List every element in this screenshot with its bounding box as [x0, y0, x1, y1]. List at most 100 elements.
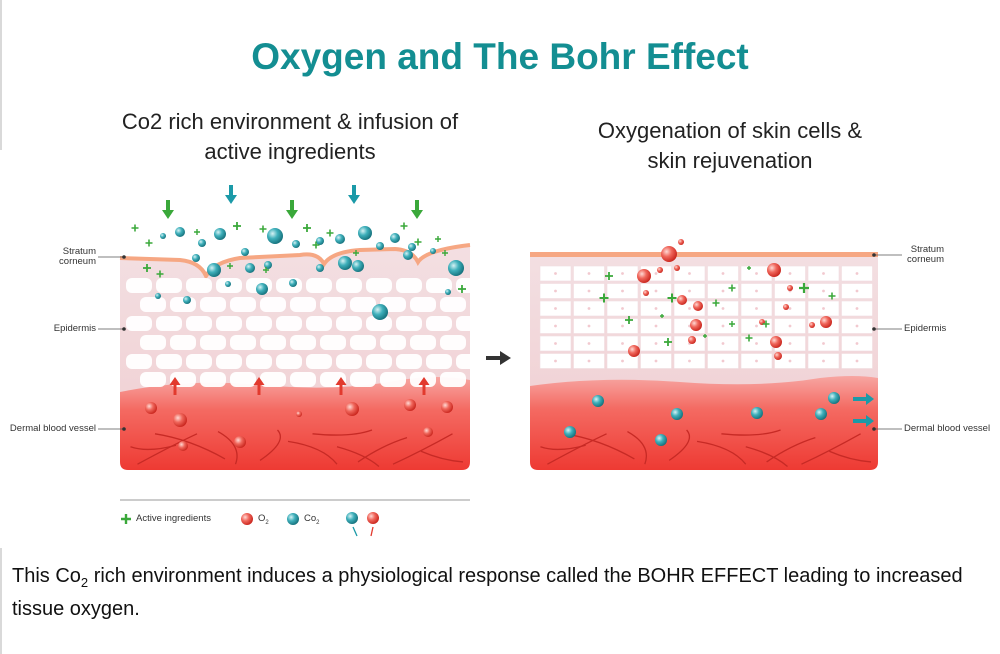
right-epidermis-label: Epidermis	[904, 323, 947, 334]
right-stratum-label: Stratum corneum	[904, 245, 944, 265]
o2-molecule-icon	[423, 427, 433, 437]
skin-cell	[186, 354, 212, 369]
cell-nucleus	[587, 324, 591, 328]
cell-nucleus	[554, 324, 557, 328]
cell-nucleus	[788, 324, 792, 328]
active-ingredient-icon	[227, 263, 233, 269]
skin-cell	[140, 297, 166, 312]
right-blood-layer	[530, 376, 878, 470]
active-ingredient-icon	[143, 264, 151, 272]
cell-nucleus	[788, 342, 792, 345]
infusion-arrows	[162, 185, 423, 219]
skin-cell	[306, 316, 332, 331]
cell-nucleus	[822, 307, 825, 310]
cell-nucleus	[654, 359, 658, 363]
o2-molecule-icon	[787, 285, 793, 291]
cell-nucleus	[855, 272, 859, 275]
blood-vessel	[668, 429, 691, 461]
cell-nucleus	[755, 359, 758, 363]
cell-nucleus	[755, 342, 758, 345]
blood-vessel	[696, 440, 747, 465]
cell-nucleus	[855, 359, 859, 363]
skin-cell	[246, 316, 272, 331]
cell-nucleus	[855, 324, 859, 328]
active-ingredient-icon	[799, 283, 809, 293]
blood-vessel	[801, 433, 861, 465]
skin-cell	[396, 316, 422, 331]
co2-molecule-icon	[225, 281, 231, 287]
o2-molecule-icon	[677, 295, 687, 305]
skin-cell	[276, 354, 302, 369]
left-heading-line1: Co2 rich environment & infusion of	[121, 109, 459, 134]
skin-cell	[140, 335, 166, 350]
skin-cell	[260, 297, 286, 312]
skin-cell	[156, 354, 182, 369]
skin-cell	[260, 372, 286, 387]
active-ingredient-icon	[312, 241, 320, 249]
co2-molecule-icon	[183, 296, 191, 304]
active-ingredient-icon	[259, 225, 267, 233]
active-ingredient-icon	[233, 222, 241, 230]
o2-molecule-icon	[678, 239, 684, 245]
skin-cell	[456, 316, 482, 331]
active-ingredient-icon	[458, 285, 466, 293]
skin-cell	[140, 372, 166, 387]
skin-cell	[380, 335, 406, 350]
o2-molecule-icon	[234, 436, 246, 448]
left-edge-rule-top	[0, 0, 2, 150]
up-arrow-icon	[418, 377, 430, 395]
skin-cell	[276, 278, 302, 293]
left-edge-rule-bottom	[0, 548, 2, 654]
co2-molecule-icon	[358, 226, 372, 240]
active-ingredient-icon	[747, 266, 751, 270]
skin-cell	[200, 297, 226, 312]
cell-nucleus	[621, 342, 624, 345]
skin-cell	[350, 297, 376, 312]
o2-molecule-icon	[690, 319, 702, 331]
active-ingredient-icon	[703, 334, 707, 338]
left-panel-heading: Co2 rich environment & infusion of activ…	[80, 107, 500, 167]
co2-molecule-icon	[390, 233, 400, 243]
skin-cell	[336, 354, 362, 369]
o2-molecule-icon	[145, 402, 157, 414]
active-ingredient-icon	[145, 239, 153, 247]
cell-nucleus	[587, 342, 591, 345]
cell-nucleus	[755, 307, 758, 310]
legend-co2-icon	[287, 513, 299, 525]
right-vessel-network	[540, 429, 872, 467]
active-ingredient-icon	[414, 238, 422, 246]
skin-cell	[290, 372, 316, 387]
active-ingredient-icon	[828, 292, 836, 300]
skin-cell	[230, 372, 256, 387]
o2-molecule-icon	[688, 336, 696, 344]
active-ingredient-icon	[326, 229, 334, 237]
co2-exit-arrows	[853, 393, 874, 427]
co2-molecule-icon	[175, 227, 185, 237]
skin-cell	[170, 297, 196, 312]
co2-exit-arrow-icon	[853, 415, 874, 427]
skin-cell	[336, 278, 362, 293]
co2-molecule-icon	[448, 260, 464, 276]
active-ingredient-icon	[667, 293, 677, 303]
legend-co2-sub: 2	[316, 519, 320, 526]
co2-molecule-icon	[430, 248, 436, 254]
o2-molecule-icon	[441, 401, 453, 413]
legend-down-arrow-icon	[352, 526, 358, 537]
cell-nucleus	[587, 289, 591, 293]
cell-nucleus	[721, 289, 725, 293]
o2-molecule-icon	[345, 402, 359, 416]
co2-molecule-icon	[198, 239, 206, 247]
o2-molecule-icon	[674, 265, 680, 271]
legend-exchange-red-icon	[367, 512, 379, 524]
o2-molecule-icon	[774, 352, 782, 360]
co2-molecule-icon	[751, 407, 763, 419]
o2-molecule-icon	[693, 301, 703, 311]
legend-plus-icon	[121, 514, 131, 524]
co2-molecule-icon	[160, 233, 166, 239]
active-ingredient-icon	[400, 222, 408, 230]
left-dermal-label: Dermal blood vessel	[9, 423, 96, 434]
co2-molecule-icon	[592, 395, 604, 407]
co2-exit-arrow-icon	[853, 393, 874, 405]
cell-nucleus	[587, 272, 591, 275]
cell-nucleus	[654, 289, 658, 293]
